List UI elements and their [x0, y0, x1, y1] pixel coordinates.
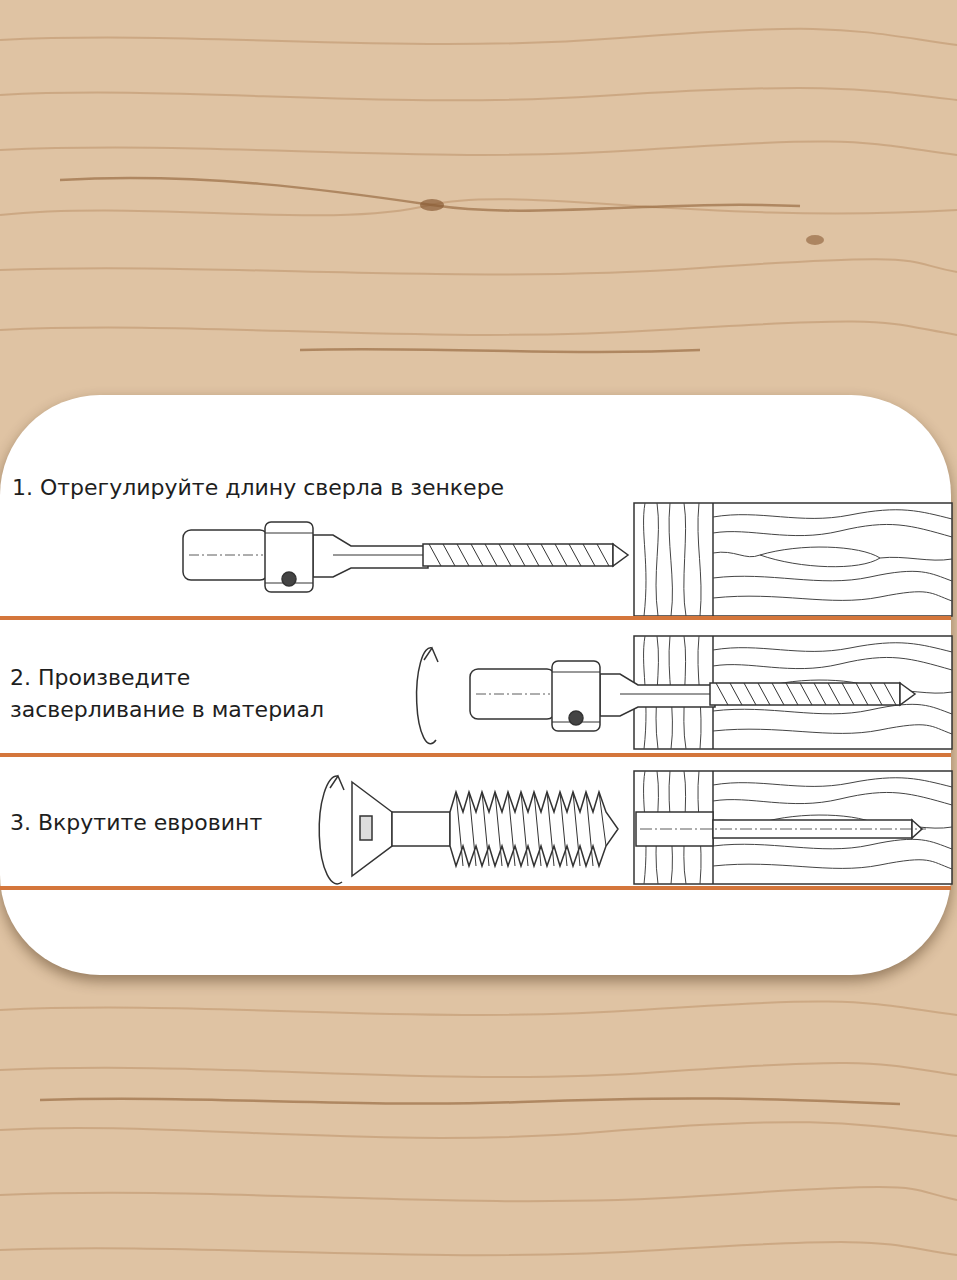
step-text: 3. Вкрутите евровинт [10, 807, 262, 839]
step-band: 2. Произведите засверливание в материал [10, 662, 358, 726]
step-text: 2. Произведите засверливание в материал [10, 662, 358, 726]
step-band: 1. Отрегулируйте длину сверла в зенкере [12, 472, 504, 504]
step-band: 3. Вкрутите евровинт [10, 807, 262, 839]
step-text: 1. Отрегулируйте длину сверла в зенкере [12, 472, 504, 504]
